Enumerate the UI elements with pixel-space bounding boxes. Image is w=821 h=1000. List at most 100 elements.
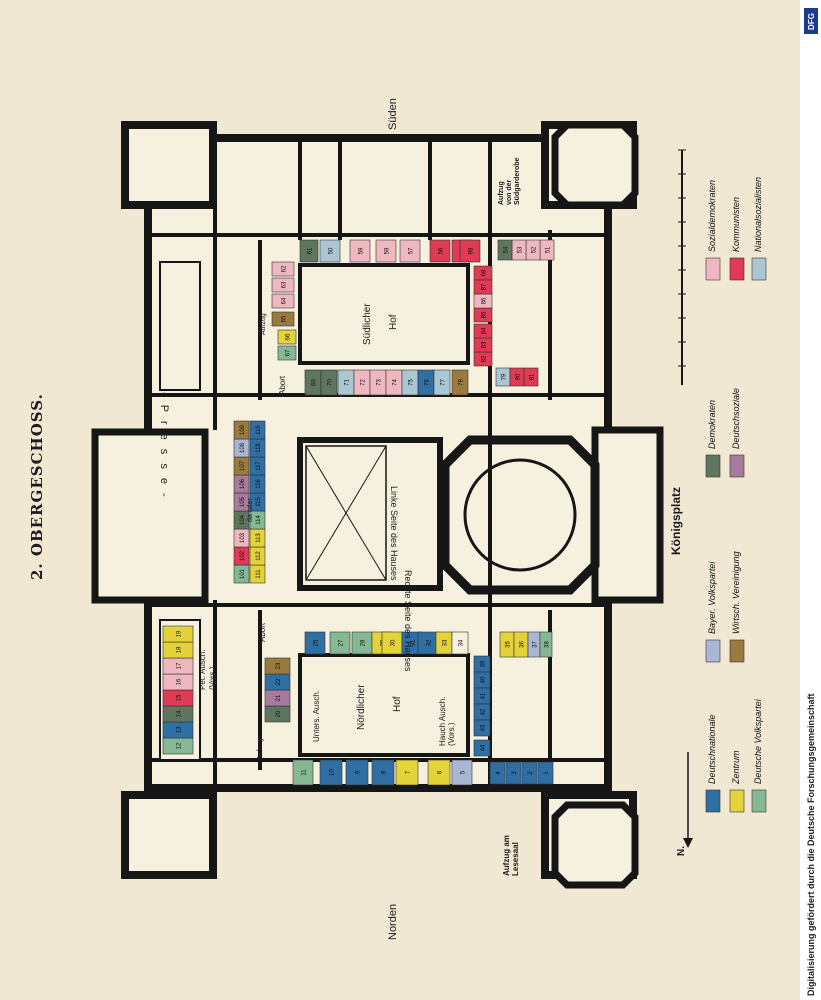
legend-swatch-ddp — [705, 454, 721, 478]
legend-label-wirtsch: Wirtsch. Vereinigung — [731, 551, 741, 634]
area-right-side: Rechte Seite des Hauses — [403, 570, 413, 672]
room-number-7: 7 — [406, 770, 412, 774]
legend-label-ddp: Demokraten — [707, 400, 717, 449]
area-koenigsplatz: Königsplatz — [669, 487, 683, 555]
room-number-14: 14 — [177, 710, 183, 717]
room-number-79: 79 — [502, 373, 508, 380]
credit-margin — [800, 0, 821, 1000]
area-da-oder: da oder — [247, 498, 254, 522]
room-number-1: 1 — [544, 771, 550, 775]
legend-swatch-spd — [705, 257, 721, 281]
roof-ridge — [305, 445, 387, 581]
legend-swatch-wirtsch — [729, 639, 745, 663]
room-number-28: 28 — [361, 639, 367, 646]
room-43 — [473, 719, 491, 737]
room-number-56: 56 — [439, 247, 445, 254]
room-84 — [473, 323, 493, 339]
room-58 — [375, 239, 397, 263]
room-number-108: 108 — [240, 442, 246, 453]
room-number-27: 27 — [339, 639, 345, 646]
legend-label-nsdap: Nationalsozialisten — [753, 177, 763, 252]
east-portico — [591, 426, 664, 604]
room-67 — [277, 345, 297, 361]
area-abort-south: Abort — [278, 375, 287, 395]
room-number-72: 72 — [361, 379, 367, 386]
compass-south: Süden — [387, 98, 399, 130]
room-4 — [489, 761, 506, 785]
room-3 — [505, 761, 522, 785]
room-number-10: 10 — [330, 769, 336, 776]
room-number-41: 41 — [481, 692, 487, 699]
room-number-74: 74 — [393, 379, 399, 386]
room-number-77: 77 — [441, 379, 447, 386]
legend-label-dvp: Deutsche Volkspartei — [753, 698, 763, 784]
room-number-37: 37 — [533, 641, 539, 648]
room-number-18: 18 — [177, 646, 183, 653]
area-north-court-b: Hof — [392, 696, 403, 712]
room-number-75: 75 — [409, 379, 415, 386]
dfg-badge-text: DFG — [806, 12, 816, 30]
area-south-court-a: Südlicher — [362, 303, 373, 345]
area-aufzug-south: Aufzug — [260, 313, 267, 335]
room-number-23: 23 — [276, 662, 282, 669]
room-number-107: 107 — [240, 460, 246, 471]
room-number-73: 73 — [377, 379, 383, 386]
room-34 — [451, 631, 469, 655]
room-number-53: 53 — [518, 246, 524, 253]
room-number-87: 87 — [482, 283, 488, 290]
room-number-8: 8 — [382, 770, 388, 774]
corner-pavilion — [121, 791, 217, 879]
room-number-51: 51 — [546, 246, 552, 253]
room-number-17: 17 — [177, 662, 183, 669]
legend-label-bvp: Bayer. Volkspartei — [707, 561, 717, 634]
room-number-39: 39 — [481, 660, 487, 667]
room-number-76: 76 — [425, 379, 431, 386]
room-number-58: 58 — [385, 247, 391, 254]
room-62 — [271, 261, 295, 277]
west-portico — [91, 428, 209, 604]
room-number-52: 52 — [532, 246, 538, 253]
room-number-38: 38 — [545, 641, 551, 648]
room-19 — [162, 625, 194, 643]
room-number-31: 31 — [411, 639, 417, 646]
room-number-20: 20 — [276, 710, 282, 717]
room-number-34: 34 — [459, 639, 465, 646]
room-64 — [271, 293, 295, 309]
building-walls — [91, 121, 664, 889]
room-number-5: 5 — [461, 770, 467, 774]
room-number-67: 67 — [286, 349, 292, 356]
room-number-11: 11 — [302, 769, 308, 776]
room-119 — [249, 420, 266, 440]
room-5 — [451, 759, 473, 786]
area-pet-ausch: Pet. Ausch. (Vors.) — [198, 649, 217, 690]
room-65 — [271, 311, 295, 327]
room-number-68: 68 — [482, 269, 488, 276]
room-number-63: 63 — [282, 281, 288, 288]
compass-north: Norden — [387, 903, 399, 940]
area-presse: - P r e s s e - — [158, 392, 170, 500]
room-number-62: 62 — [282, 265, 288, 272]
legend-label-spd: Sozialdemokraten — [707, 180, 717, 252]
room-88 — [459, 239, 481, 263]
room-number-61: 61 — [308, 247, 314, 254]
room-number-70: 70 — [328, 379, 334, 386]
room-7 — [395, 759, 419, 786]
digitization-credit: Digitalisierung gefördert durch die Deut… — [806, 693, 816, 996]
dfg-logo: DFG — [804, 8, 818, 34]
room-1 — [537, 761, 554, 785]
area-aufzug-lesesaal: Aufzug am Lesesaal — [502, 835, 520, 876]
room-number-36: 36 — [520, 641, 526, 648]
room-number-21: 21 — [276, 694, 282, 701]
room-number-116: 116 — [256, 479, 262, 489]
area-south-court-b: Hof — [388, 314, 399, 330]
room-number-69: 69 — [312, 379, 318, 386]
hall-roof — [305, 445, 387, 581]
room-66 — [277, 329, 297, 345]
room-63 — [271, 277, 295, 293]
room-25 — [304, 631, 326, 655]
room-number-82: 82 — [482, 355, 488, 362]
room-number-9: 9 — [356, 770, 362, 774]
room-number-19: 19 — [177, 630, 183, 637]
room-number-78: 78 — [459, 379, 465, 386]
